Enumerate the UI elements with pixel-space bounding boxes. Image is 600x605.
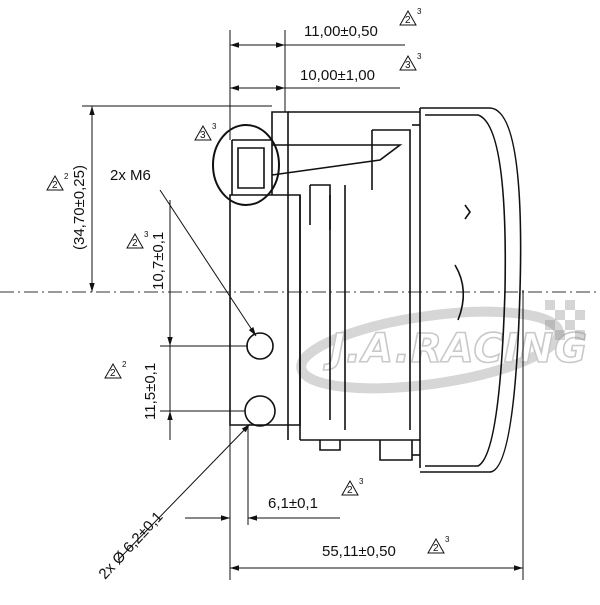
upper-m6-hole: [246, 332, 274, 360]
dim-top-width-inner: 10,00±1,00: [300, 67, 375, 84]
svg-text:2: 2: [405, 15, 411, 26]
svg-text:2: 2: [122, 360, 127, 369]
tolerance-mark-4: 2 2: [46, 172, 69, 191]
svg-text:2: 2: [433, 543, 439, 554]
dim-height-left: (34,70±0,25): [71, 165, 88, 250]
tolerance-mark-2: 3 3: [399, 52, 422, 71]
tolerance-mark-5: 2 3: [126, 230, 149, 249]
svg-text:2: 2: [52, 180, 58, 191]
svg-text:3: 3: [417, 52, 422, 61]
tolerance-mark-3: 3 3: [194, 122, 217, 141]
tolerance-mark-7: 2 3: [341, 477, 364, 496]
thread-note: 2x M6: [110, 167, 151, 184]
svg-text:3: 3: [144, 230, 149, 239]
dim-spacing-lower: 11,5±0,1: [142, 363, 159, 420]
dim-top-width-outer: 11,00±0,50: [304, 23, 378, 40]
housing: [229, 107, 522, 473]
watermark-text: J.A.RACING: [323, 326, 588, 372]
dim-hole-offset: 6,1±0,1: [268, 495, 318, 512]
detail-circle: [212, 124, 280, 206]
svg-text:3: 3: [200, 130, 206, 141]
svg-text:3: 3: [417, 7, 422, 16]
dim-hole-diameter: 2x Ø 6,2±0,1: [95, 508, 166, 582]
checkered-flag-icon: [545, 300, 585, 340]
lower-mounting-hole: [244, 395, 276, 427]
svg-text:2: 2: [132, 238, 138, 249]
extension-lines: [82, 30, 524, 580]
dim-spacing-upper: 10,7±0,1: [150, 232, 167, 290]
tolerance-mark-8: 2 3: [427, 535, 450, 554]
svg-text:3: 3: [445, 535, 450, 544]
dim-overall-width: 55,11±0,50: [322, 543, 396, 560]
tolerance-mark-1: 2 3: [399, 7, 422, 26]
watermark: J.A.RACING: [296, 300, 588, 394]
svg-text:3: 3: [405, 60, 411, 71]
tolerance-mark-6: 2 2: [104, 360, 127, 379]
svg-text:2: 2: [64, 172, 69, 181]
dimension-lines: [89, 42, 523, 571]
svg-text:3: 3: [359, 477, 364, 486]
svg-text:2: 2: [110, 368, 116, 379]
svg-text:3: 3: [212, 122, 217, 131]
svg-text:2: 2: [347, 485, 353, 496]
